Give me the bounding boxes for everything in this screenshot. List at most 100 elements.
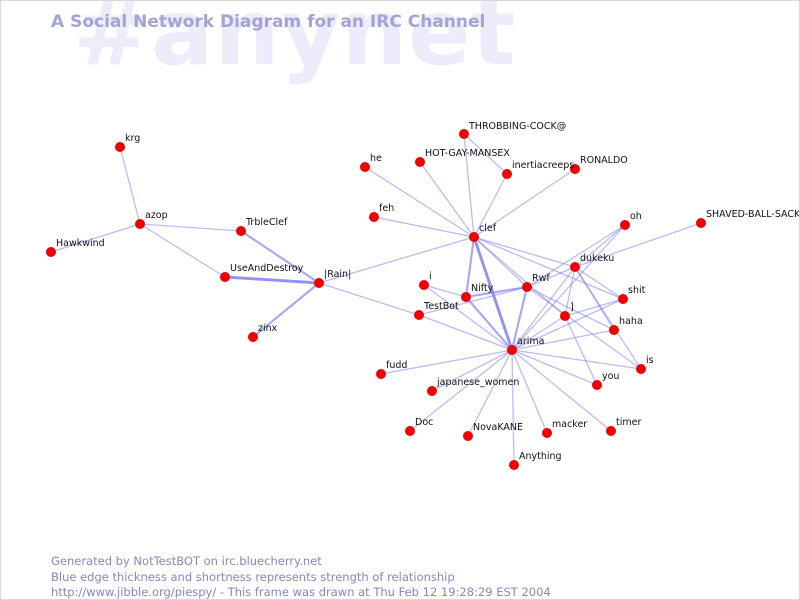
node-is xyxy=(636,364,646,374)
edge-dukeku-bracket xyxy=(564,266,576,317)
node-haha xyxy=(609,325,619,335)
node-shaved xyxy=(696,218,706,228)
node-arima xyxy=(507,345,517,355)
node-oh xyxy=(620,220,630,230)
node-label-arima: arima xyxy=(517,336,544,347)
edge-arima-macker xyxy=(511,349,548,434)
node-testbot xyxy=(414,310,424,320)
edge-rwf-is xyxy=(526,286,642,370)
node-azop xyxy=(135,219,145,229)
node-useanddestroy xyxy=(220,272,230,282)
edge-arima-timer xyxy=(511,349,612,432)
node-shit xyxy=(618,294,628,304)
edge-clef-hotgay xyxy=(419,161,475,238)
node-label-macker: macker xyxy=(552,419,587,430)
node-doc xyxy=(405,426,415,436)
edge-bracket-shit xyxy=(564,298,624,317)
node-label-zinx: zinx xyxy=(258,323,278,334)
node-label-doc: Doc xyxy=(415,417,433,428)
edge-trbleclef-rain xyxy=(239,229,321,285)
edge-rwf-arima xyxy=(510,285,529,352)
diagram-title: A Social Network Diagram for an IRC Chan… xyxy=(51,12,486,32)
edge-clef-nifty xyxy=(464,235,476,299)
node-label-azop: azop xyxy=(145,210,168,221)
node-feh xyxy=(369,212,379,222)
node-trbleclef xyxy=(236,226,246,236)
node-label-feh: feh xyxy=(379,203,394,214)
edge-useanddestroy-rain xyxy=(223,275,321,285)
edge-arima-fudd xyxy=(380,349,513,375)
node-label-fudd: fudd xyxy=(386,360,407,371)
node-label-useanddestroy: UseAndDestroy xyxy=(230,263,304,274)
node-label-shaved: SHAVED-BALL-SACK xyxy=(706,209,800,220)
edge-clef-throbbing xyxy=(463,133,475,238)
node-rwf xyxy=(522,282,532,292)
footer-source-link[interactable]: http://www.jibble.org/piespy/ - This fra… xyxy=(51,585,551,599)
node-you xyxy=(592,380,602,390)
label-layer: krgazopHawkwindTrbleClefUseAndDestroy|Ra… xyxy=(56,121,800,462)
node-japanese xyxy=(427,386,437,396)
node-label-timer: timer xyxy=(616,417,641,428)
node-nifty xyxy=(461,292,471,302)
node-macker xyxy=(542,428,552,438)
edge-dukeku-is xyxy=(574,266,642,370)
footer-legend: Blue edge thickness and shortness repres… xyxy=(51,570,455,584)
edge-azop-hawkwind xyxy=(50,223,141,253)
edge-inertiacreeps-throbbing xyxy=(463,133,508,175)
node-label-novakane: NovaKANE xyxy=(473,422,523,433)
edge-rwf-testbot xyxy=(418,286,528,316)
edge-azop-trbleclef xyxy=(139,223,242,232)
edge-haha-arima xyxy=(511,329,615,351)
node-label-i: i xyxy=(429,271,432,282)
channel-watermark: #anynet xyxy=(73,0,517,86)
node-hotgay xyxy=(415,157,425,167)
node-dukeku xyxy=(570,262,580,272)
edge-bracket-you xyxy=(564,315,598,386)
edge-bracket-arima xyxy=(511,315,566,351)
node-label-shit: shit xyxy=(628,285,646,296)
node-label-you: you xyxy=(602,371,619,382)
edge-shit-arima xyxy=(511,298,624,351)
edge-arima-doc xyxy=(409,349,513,432)
node-label-clef: clef xyxy=(479,223,497,234)
edge-arima-you xyxy=(511,349,598,386)
node-novakane xyxy=(463,431,473,441)
edge-i-arima xyxy=(423,284,513,351)
node-zinx xyxy=(248,332,258,342)
node-inertiacreeps xyxy=(502,169,512,179)
node-label-trbleclef: TrbleClef xyxy=(245,217,288,228)
node-bracket xyxy=(560,311,570,321)
edge-rain-clef xyxy=(318,236,475,284)
edge-dukeku-arima xyxy=(511,266,576,351)
node-label-nifty: Nifty xyxy=(471,283,494,294)
node-label-bracket: ] xyxy=(570,302,574,313)
node-he xyxy=(360,162,370,172)
node-throbbing xyxy=(459,129,469,139)
node-label-hotgay: HOT-GAY-MANSEX xyxy=(425,148,510,159)
node-layer xyxy=(46,129,706,470)
node-label-anything: Anything xyxy=(519,451,562,462)
node-krg xyxy=(115,142,125,152)
edge-arima-novakane xyxy=(467,349,513,437)
edge-dukeku-oh xyxy=(574,224,626,268)
node-label-is: is xyxy=(646,355,654,366)
edge-rain-zinx xyxy=(251,281,321,339)
edge-nifty-i xyxy=(423,284,467,298)
node-ronaldo xyxy=(570,164,580,174)
node-clef xyxy=(469,232,479,242)
edge-clef-dukeku xyxy=(473,236,576,268)
edge-clef-he xyxy=(364,166,475,238)
node-label-krg: krg xyxy=(125,133,140,144)
edge-clef-ronaldo xyxy=(473,168,576,238)
edge-clef-shit xyxy=(473,236,624,300)
edge-layer xyxy=(50,133,702,466)
node-rain xyxy=(314,278,324,288)
edge-arima-is xyxy=(511,349,642,370)
edge-rain-testbot xyxy=(318,282,420,316)
edge-oh-arima xyxy=(511,224,626,351)
edge-dukeku-shaved xyxy=(574,222,702,268)
footer-generated-by: Generated by NotTestBOT on irc.bluecherr… xyxy=(51,554,322,568)
node-label-ronaldo: RONALDO xyxy=(580,155,628,166)
node-label-oh: oh xyxy=(630,211,642,222)
